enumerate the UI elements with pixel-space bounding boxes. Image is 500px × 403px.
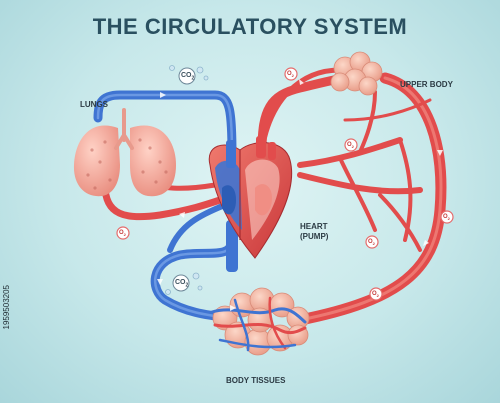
systemic-artery-highlight [300, 78, 441, 320]
upper-body-tissue [331, 52, 382, 95]
lungs-label: LUNGS [80, 100, 108, 110]
co2-label-bottom: CO2 [175, 278, 188, 290]
lungs-organ [74, 110, 176, 196]
o2-label-1: O2 [287, 69, 294, 81]
heart-label: HEART (PUMP) [300, 222, 328, 242]
o2-label-5: O2 [443, 212, 450, 224]
o2-label-3: O2 [119, 228, 126, 240]
systemic-artery-vessel [300, 78, 441, 320]
o2-label-6: O2 [372, 289, 379, 301]
o2-label-2: O2 [347, 140, 354, 152]
o2-label-4: O2 [368, 237, 375, 249]
heart-label-line2: (PUMP) [300, 232, 328, 242]
heart-label-line1: HEART [300, 222, 328, 232]
upper-body-label: UPPER BODY [400, 80, 453, 90]
co2-label-top: CO2 [181, 71, 194, 83]
body-tissues-label: BODY TISSUES [226, 376, 285, 386]
heart-organ [209, 136, 291, 258]
stock-id-watermark: 1959503205 [2, 285, 12, 330]
flow-arrows [157, 79, 443, 311]
